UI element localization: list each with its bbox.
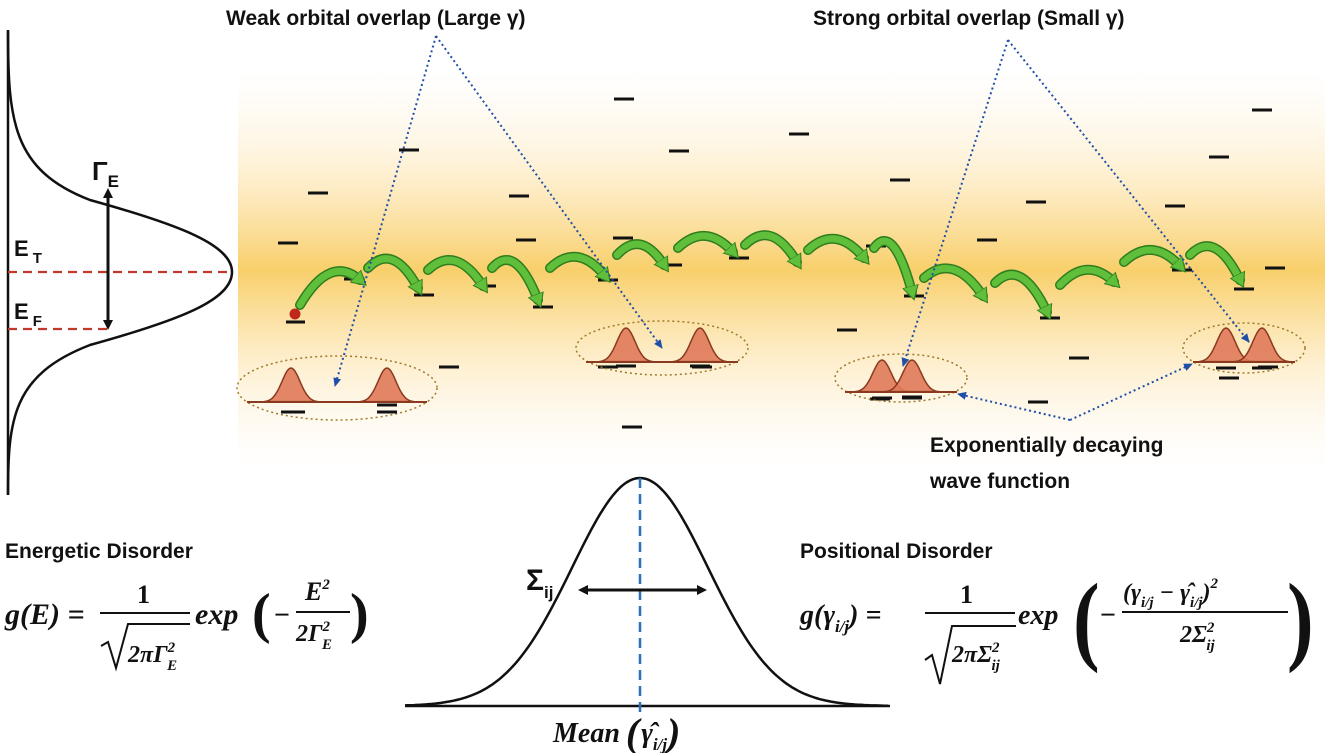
positional-close-paren: ): [1287, 563, 1314, 675]
energetic-lhs: g(E) =: [4, 598, 85, 631]
hop-arrow: [1186, 242, 1240, 280]
energetic-exp: exp: [195, 598, 238, 631]
energetic-minus: −: [274, 600, 290, 631]
hop-arrow: [920, 264, 983, 296]
hop-arrow: [870, 237, 912, 292]
positional-inner-num: (γi/j − γ̂i/j)2: [1123, 576, 1219, 611]
wave-function-lobe: [263, 367, 319, 403]
wave-function-lobe: [359, 367, 415, 403]
positional-disorder-title: Positional Disorder: [800, 540, 993, 563]
hop-arrow: [424, 256, 483, 286]
positional-numerator: 1: [960, 580, 973, 609]
positional-minus: −: [1100, 600, 1116, 631]
energetic-numerator: 1: [137, 580, 150, 609]
hop-arrow: [804, 235, 864, 258]
sigma-label: Σij: [526, 564, 553, 602]
energetic-sqrt: [100, 623, 190, 672]
decay-label-line1: Exponentially decaying: [930, 434, 1163, 457]
gamma-e-label: ΓE: [92, 156, 119, 191]
positional-exp: exp: [1018, 600, 1058, 631]
gaussian-curve: [404, 476, 888, 707]
positional-lhs: g(γi/j) =: [799, 600, 881, 636]
overlap-inset: [575, 320, 749, 376]
overlap-inset: [1182, 322, 1306, 374]
transport-band: [238, 70, 1325, 470]
overlap-inset: [236, 355, 438, 421]
hop-arrow: [546, 253, 605, 276]
mean-label: Mean(γ̂i/j): [552, 710, 680, 753]
orbital-insets: [236, 320, 1306, 421]
strong-overlap-label: Strong orbital overlap (Small γ): [813, 7, 1125, 30]
wave-function-lobe: [1234, 327, 1290, 363]
hop-arrow: [991, 271, 1047, 312]
dos-curve: [6, 29, 234, 496]
positional-sqrt: [924, 625, 1016, 685]
hopping-path: [295, 230, 1240, 312]
positional-open-paren: (: [1073, 563, 1100, 675]
hop-arrow: [1056, 266, 1114, 289]
energetic-close-paren: ): [350, 583, 369, 645]
wave-function-lobe: [884, 359, 940, 393]
energetic-open-paren: (: [252, 583, 271, 645]
wave-function-lobe: [672, 327, 728, 363]
hop-arrow: [613, 240, 664, 265]
hop-arrow: [674, 232, 733, 252]
hop-arrow: [364, 255, 418, 288]
hop-arrow: [488, 256, 538, 300]
charge-carrier: [289, 308, 301, 320]
hop-arrow: [1120, 246, 1180, 266]
energetic-disorder-title: Energetic Disorder: [5, 540, 193, 563]
positional-gaussian: Σij Mean(γ̂i/j): [404, 476, 890, 753]
hop-arrow: [741, 231, 797, 262]
weak-overlap-label: Weak orbital overlap (Large γ): [226, 7, 526, 30]
callout-lines: [333, 35, 1250, 421]
hop-arrow: [296, 267, 360, 309]
decay-label-line2: wave function: [929, 470, 1070, 493]
wave-function-lobe: [598, 327, 654, 363]
overlap-inset: [834, 353, 968, 403]
energetic-inner-num: E2: [304, 577, 330, 606]
